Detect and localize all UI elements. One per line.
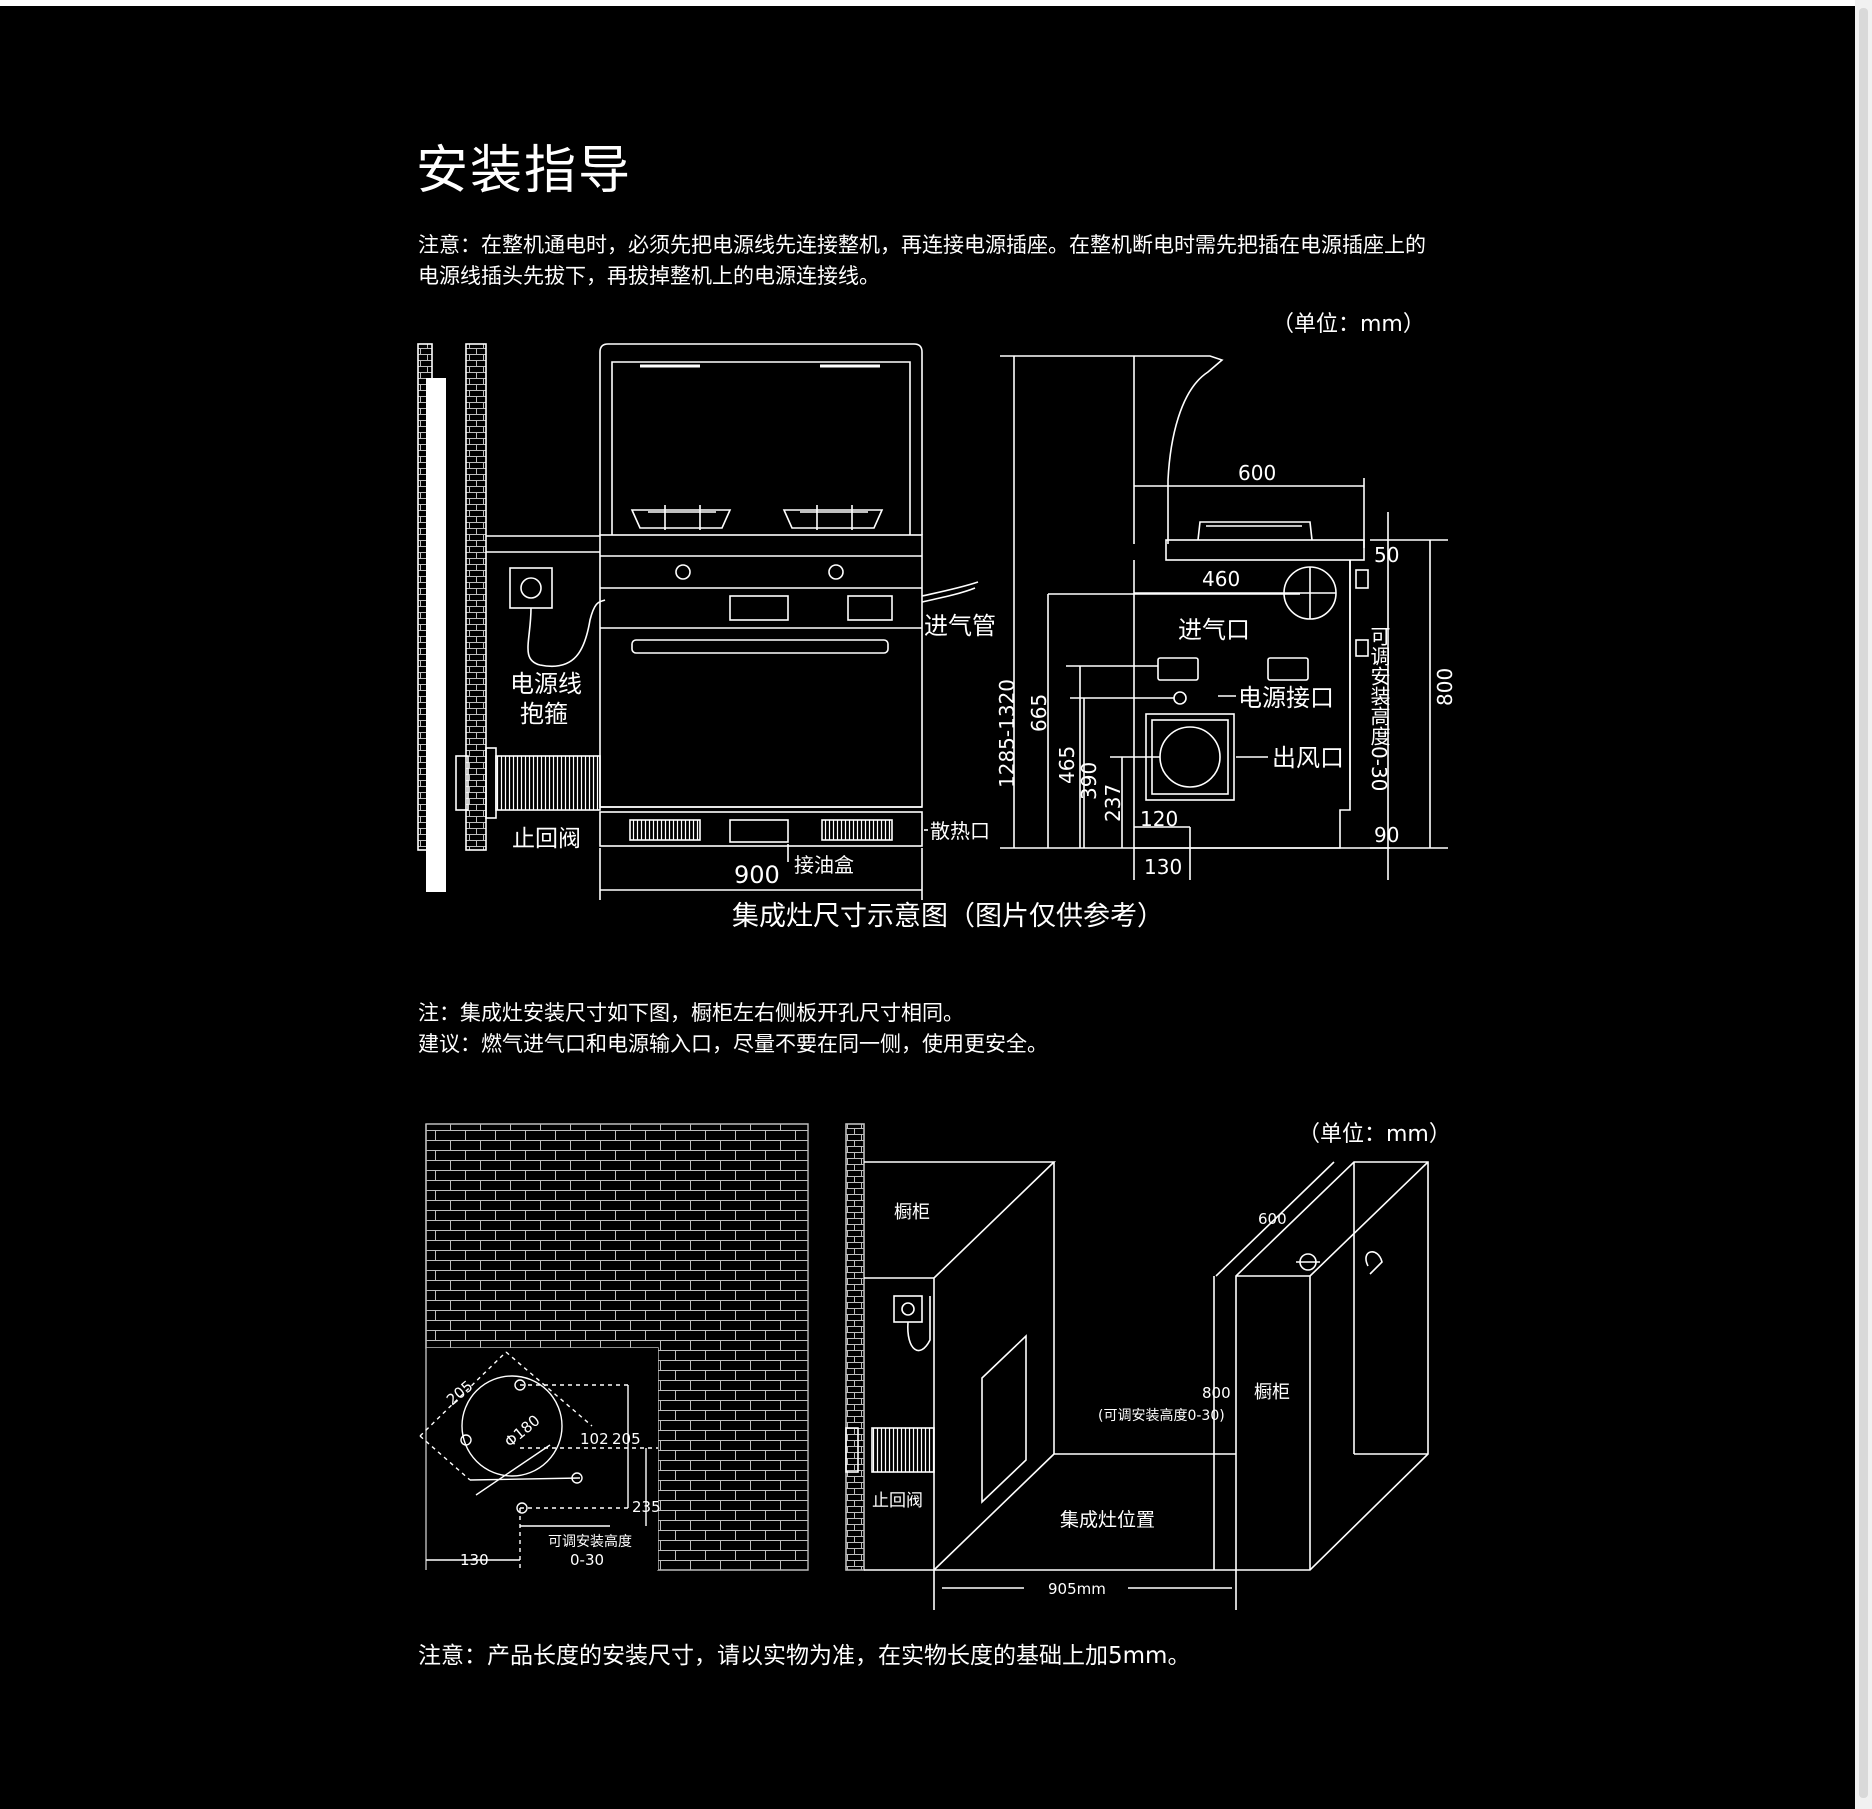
power-port-left [1157, 657, 1199, 681]
label-check-valve: 止回阀 [512, 826, 581, 852]
brick-wall [465, 343, 487, 851]
label-heat-vent: 散热口 [930, 819, 990, 843]
dim2-205: 205 [612, 1430, 641, 1448]
cabinet-labels: 橱柜 橱柜 600 800 (可调安装高度0-30) 止回阀 集成灶位置 905… [872, 1202, 1290, 1598]
label-clamp: 抱箍 [520, 700, 568, 728]
cabinet-socket [893, 1295, 923, 1323]
knob-right [828, 564, 844, 580]
label2-adjustable-paren: (可调安装高度0-30) [1098, 1407, 1225, 1424]
label-gas-inlet: 进气口 [1178, 616, 1250, 644]
stove-body [599, 534, 923, 808]
gas-pipe [921, 587, 976, 603]
cabinet-view [845, 1123, 1429, 1610]
page-title: 安装指导 [416, 141, 633, 201]
label2-adjustable-range: 0-30 [570, 1551, 604, 1569]
label-power-port: 电源接口 [1238, 684, 1334, 712]
power-port-right [1267, 657, 1309, 681]
heat-vent-left [629, 819, 701, 841]
install-note-line-2: 建议：燃气进气口和电源输入口，尽量不要在同一侧，使用更安全。 [418, 1032, 1048, 1056]
dim-390: 390 [1077, 762, 1101, 800]
stove-base [599, 811, 923, 847]
label-power-cord: 电源线 [510, 670, 582, 698]
duct-hole [461, 1375, 563, 1477]
front-view-labels: 电源线 抱箍 止回阀 进气管 散热口 接油盒 900 [510, 612, 996, 889]
power-note-line-2: 电源线插头先拔下，再拔掉整机上的电源连接线。 [418, 264, 880, 288]
label2-cabinet-right: 橱柜 [1254, 1382, 1290, 1403]
dim-600: 600 [1238, 461, 1276, 485]
power-note: 注意：在整机通电时，必须先把电源线先连接整机，再连接电源插座。在整机断电时需先把… [418, 230, 1468, 292]
dim2-130: 130 [460, 1551, 489, 1569]
diagram-panel [0, 6, 1855, 1809]
exhaust-duct [495, 755, 601, 811]
dim-237: 237 [1101, 784, 1125, 822]
cabinet-wall [845, 1123, 865, 1571]
side-view [1000, 355, 1448, 880]
dim-900: 900 [734, 861, 780, 889]
dim-50: 50 [1374, 543, 1399, 567]
unit-label-bottom: （单位：mm） [1298, 1122, 1451, 1147]
wall-hole-view [419, 1123, 809, 1571]
unit-label-top: （单位：mm） [1272, 312, 1425, 337]
label-gas-pipe: 进气管 [924, 612, 996, 640]
dim2-905: 905mm [1048, 1580, 1106, 1598]
dim-460: 460 [1202, 567, 1240, 591]
dim-465: 465 [1055, 746, 1079, 784]
front-view [417, 343, 979, 900]
dim2-102: 102 [580, 1430, 609, 1448]
control-display-right [847, 595, 893, 621]
control-display-left [729, 595, 789, 621]
burner-left [630, 505, 732, 530]
plug-icon [520, 577, 542, 599]
dim-665: 665 [1027, 694, 1051, 732]
heat-vent-right [821, 819, 893, 841]
cabinet-hole-panel [981, 1334, 1027, 1504]
side-view-labels: 600 50 460 进气口 电源接口 出风口 120 130 90 1285-… [732, 461, 1457, 932]
scrollbar[interactable] [1855, 0, 1872, 1809]
length-note: 注意：产品长度的安装尺寸，请以实物为准，在实物长度的基础上加5mm。 [418, 1643, 1191, 1669]
knob-left [675, 564, 691, 580]
oven-handle [631, 639, 889, 654]
label2-stove-position: 集成灶位置 [1060, 1509, 1155, 1531]
label-oil-box: 接油盒 [794, 853, 854, 877]
dim-800: 800 [1433, 668, 1457, 706]
dim-90: 90 [1374, 823, 1399, 847]
dim2-235: 235 [632, 1498, 661, 1516]
install-note: 注：集成灶安装尺寸如下图，橱柜左右侧板开孔尺寸相同。 建议：燃气进气口和电源输入… [418, 998, 1048, 1060]
label2-check-valve: 止回阀 [872, 1491, 923, 1511]
wall-panel [426, 378, 446, 892]
scrollbar-thumb[interactable] [1859, 8, 1868, 1798]
install-note-line-1: 注：集成灶安装尺寸如下图，橱柜左右侧板开孔尺寸相同。 [418, 1001, 964, 1025]
dim-1285-1320: 1285-1320 [995, 679, 1019, 788]
cabinet-duct [871, 1427, 935, 1473]
hood-profile [1134, 355, 1224, 544]
label-air-outlet: 出风口 [1272, 744, 1344, 772]
label-adjustable-height: 可调安装高度0-30 [1367, 626, 1391, 791]
dim2-800: 800 [1202, 1384, 1231, 1402]
power-note-line-1: 注意：在整机通电时，必须先把电源线先连接整机，再连接电源插座。在整机断电时需先把… [418, 233, 1426, 257]
diagram1-caption: 集成灶尺寸示意图（图片仅供参考） [732, 901, 1164, 932]
label2-adjustable: 可调安装高度 [548, 1533, 632, 1550]
power-socket [509, 567, 553, 609]
dim-120: 120 [1140, 807, 1178, 831]
burner-right [782, 505, 884, 530]
oil-box [729, 819, 789, 843]
side-countertop [1165, 539, 1365, 561]
dim-130: 130 [1144, 855, 1182, 879]
label2-cabinet-left: 橱柜 [894, 1202, 930, 1223]
dim2-600: 600 [1258, 1210, 1287, 1228]
